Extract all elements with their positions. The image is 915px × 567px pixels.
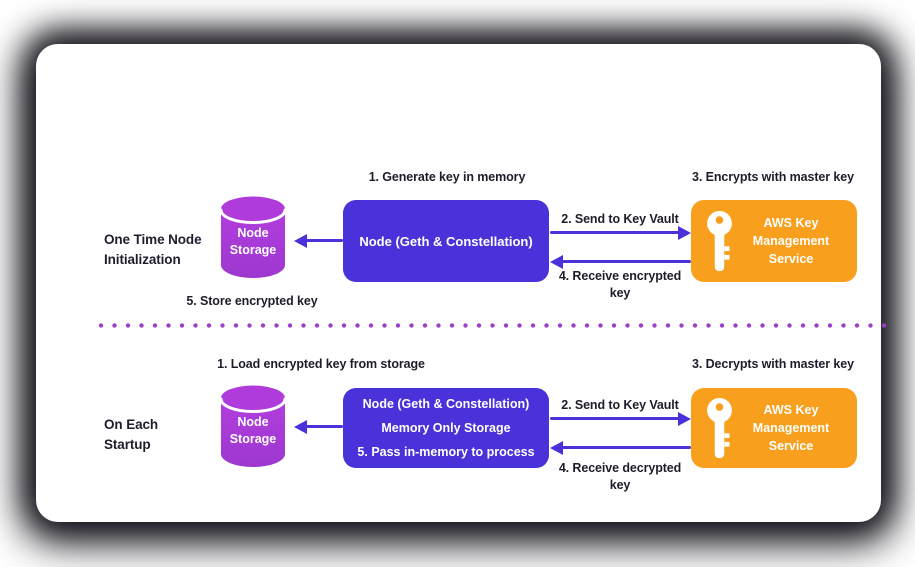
- database-cylinder-icon: [219, 196, 287, 278]
- kms-label: AWS Key Management Service: [752, 403, 830, 453]
- step-decrypts-master-key: 3. Decrypts with master key: [692, 357, 854, 371]
- kms-box-bottom: AWS Key Management Service: [691, 388, 857, 468]
- node-box-line: Node (Geth & Constellation): [362, 397, 530, 411]
- arrow-receive-line-bottom: [562, 446, 691, 449]
- kms-box-top: AWS Key Management Service: [691, 200, 857, 282]
- step-load-encrypted-key: 1. Load encrypted key from storage: [217, 357, 425, 371]
- section-label-line: Initialization: [104, 252, 181, 267]
- step-send-key-vault-bottom: 2. Send to Key Vault: [561, 398, 679, 412]
- step-receive-encrypted-key: 4. Receive encrypted key: [558, 269, 682, 300]
- arrow-send-head-bottom: [678, 412, 691, 426]
- step-generate-key: 1. Generate key in memory: [368, 170, 526, 184]
- section-divider-dotted: [98, 322, 891, 329]
- arrow-store-head-bottom: [294, 420, 307, 434]
- arrow-send-line-top: [550, 231, 679, 234]
- arrow-store-line: [306, 239, 343, 242]
- diagram-card: One Time Node Initialization Node Storag…: [36, 44, 891, 522]
- arrow-receive-head-top: [550, 255, 563, 269]
- kms-label: AWS Key Management Service: [752, 216, 830, 266]
- node-box-line: 5. Pass in-memory to process: [357, 445, 535, 459]
- node-box-top: Node (Geth & Constellation): [343, 200, 549, 282]
- node-box-label: Node (Geth & Constellation): [359, 233, 533, 249]
- node-storage-label: Node Storage: [229, 415, 277, 446]
- step-receive-decrypted-key: 4. Receive decrypted key: [558, 461, 682, 492]
- section-label-one-time-init: One Time Node Initialization: [104, 230, 274, 270]
- arrow-store-head: [294, 234, 307, 248]
- step-store-encrypted-key: 5. Store encrypted key: [186, 294, 318, 308]
- arrow-send-head-top: [678, 226, 691, 240]
- node-storage-cylinder-bottom: Node Storage: [217, 384, 289, 470]
- node-storage-label: Node Storage: [229, 226, 277, 257]
- node-storage-cylinder-top: Node Storage: [217, 195, 289, 281]
- arrow-receive-head-bottom: [550, 441, 563, 455]
- database-cylinder-icon: [219, 385, 287, 467]
- key-icon: [704, 210, 735, 273]
- section-label-line: One Time Node: [104, 232, 202, 247]
- node-box-line: Memory Only Storage: [381, 421, 511, 435]
- step-encrypts-master-key: 3. Encrypts with master key: [692, 170, 854, 184]
- arrow-send-line-bottom: [550, 417, 679, 420]
- key-icon: [704, 397, 735, 460]
- arrow-receive-line-top: [562, 260, 691, 263]
- step-send-key-vault-top: 2. Send to Key Vault: [561, 212, 679, 226]
- section-label-line: On Each: [104, 417, 159, 432]
- node-box-bottom: Node (Geth & Constellation) Memory Only …: [343, 388, 549, 468]
- arrow-store-line-bottom: [306, 425, 343, 428]
- section-label-on-each-startup: On Each Startup: [104, 415, 274, 455]
- section-label-line: Startup: [104, 437, 151, 452]
